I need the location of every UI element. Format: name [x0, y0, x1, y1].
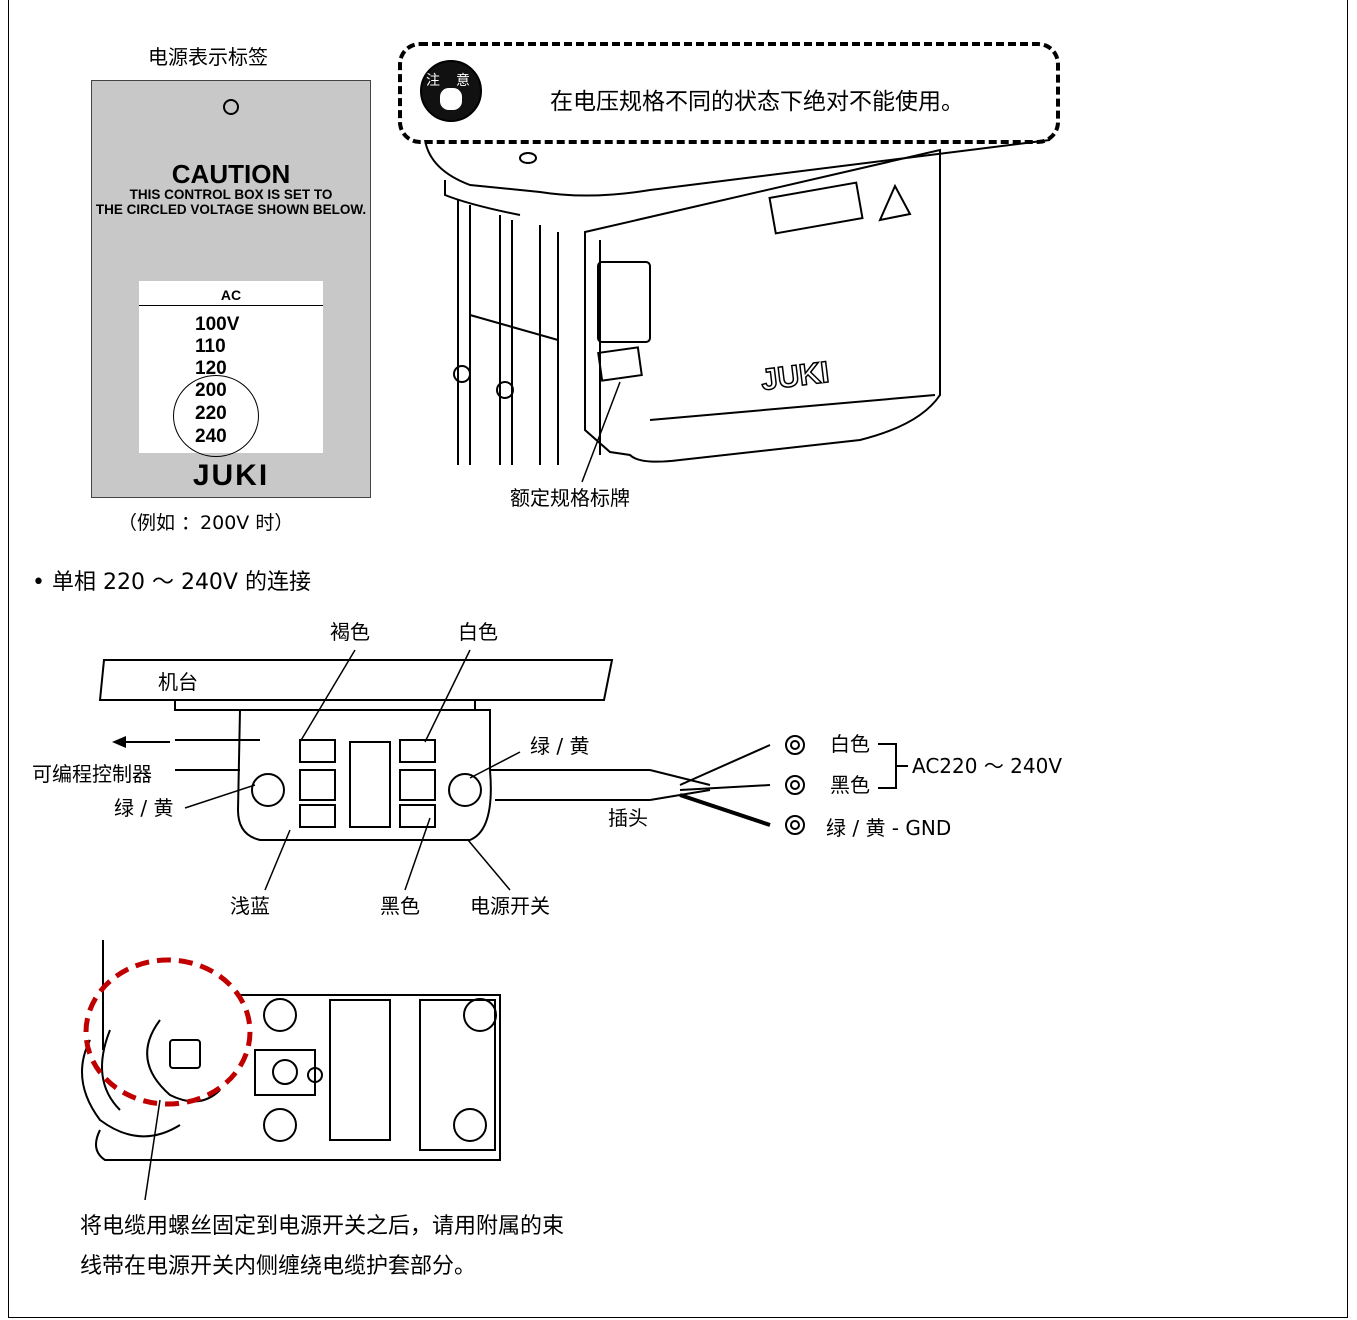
voltage-110: 110: [195, 336, 226, 357]
warning-icon-char-left: 注: [426, 73, 440, 89]
hole-icon: [223, 99, 239, 115]
controller-label: 可编程控制器: [32, 762, 152, 786]
power-switch-label: 电源开关: [470, 894, 550, 918]
warning-icon-char-right: 意: [456, 73, 470, 89]
voltage-table: AC 100V 110 120 200 220 240: [139, 281, 323, 457]
caution-hand-icon: 注 意: [420, 60, 482, 122]
rating-plate-label: 额定规格标牌: [510, 486, 630, 510]
white-wire-top-label: 白色: [458, 620, 498, 644]
label-title: 电源表示标签: [148, 45, 268, 69]
note-leader: [144, 1099, 161, 1201]
light-blue-label: 浅蓝: [230, 894, 270, 918]
ac-range-label: AC220 ～ 240V: [912, 754, 1063, 778]
voltage-120: 120: [195, 358, 227, 379]
voltage-label-card: CAUTION THIS CONTROL BOX IS SET TO THE C…: [91, 80, 371, 498]
ac-header: AC: [220, 287, 242, 303]
white-wire-label: 白色: [830, 732, 870, 756]
page-frame: [8, 0, 1348, 1318]
juki-logo: JUKI: [192, 459, 270, 492]
warning-box: 注 意 在电压规格不同的状态下绝对不能使用。: [398, 42, 1060, 144]
black-wire-label: 黑色: [830, 773, 870, 797]
wiring-leader-lines: [184, 649, 521, 891]
table-label: 机台: [158, 670, 198, 694]
machine-brand-logo: JUKI: [759, 356, 831, 397]
black-bottom-label: 黑色: [380, 894, 420, 918]
machine-control-box-illustration: [424, 139, 1051, 465]
selected-voltage-circle: [173, 375, 259, 457]
caution-line-2: THE CIRCLED VOLTAGE SHOWN BELOW.: [95, 202, 367, 217]
green-yellow-left-label: 绿 / 黄: [114, 796, 174, 820]
highlight-circle: [83, 957, 253, 1107]
note-line-1: 将电缆用螺丝固定到电源开关之后，请用附属的束: [80, 1214, 565, 1239]
cable-tie-illustration: [81, 940, 501, 1161]
brown-wire-label: 褐色: [330, 620, 370, 644]
rating-plate-leader: [581, 381, 621, 483]
green-yellow-right-label: 绿 / 黄: [530, 734, 590, 758]
controller-arrow: [112, 736, 170, 748]
caution-heading: CAUTION: [171, 159, 291, 189]
wiring-diagram: [98, 659, 908, 841]
gnd-label: 绿 / 黄 - GND: [826, 816, 952, 840]
note-line-2: 线带在电源开关内侧缠绕电缆护套部分。: [80, 1254, 477, 1279]
label-example-caption: （例如 ：200V 时）: [118, 512, 294, 534]
section-heading: • 单相 220 ～ 240V 的连接: [32, 570, 311, 595]
warning-message: 在电压规格不同的状态下绝对不能使用。: [550, 89, 964, 115]
caution-line-1: THIS CONTROL BOX IS SET TO: [129, 187, 333, 202]
ac-divider: [139, 305, 323, 306]
voltage-100: 100V: [195, 314, 240, 335]
plug-label: 插头: [608, 806, 648, 830]
